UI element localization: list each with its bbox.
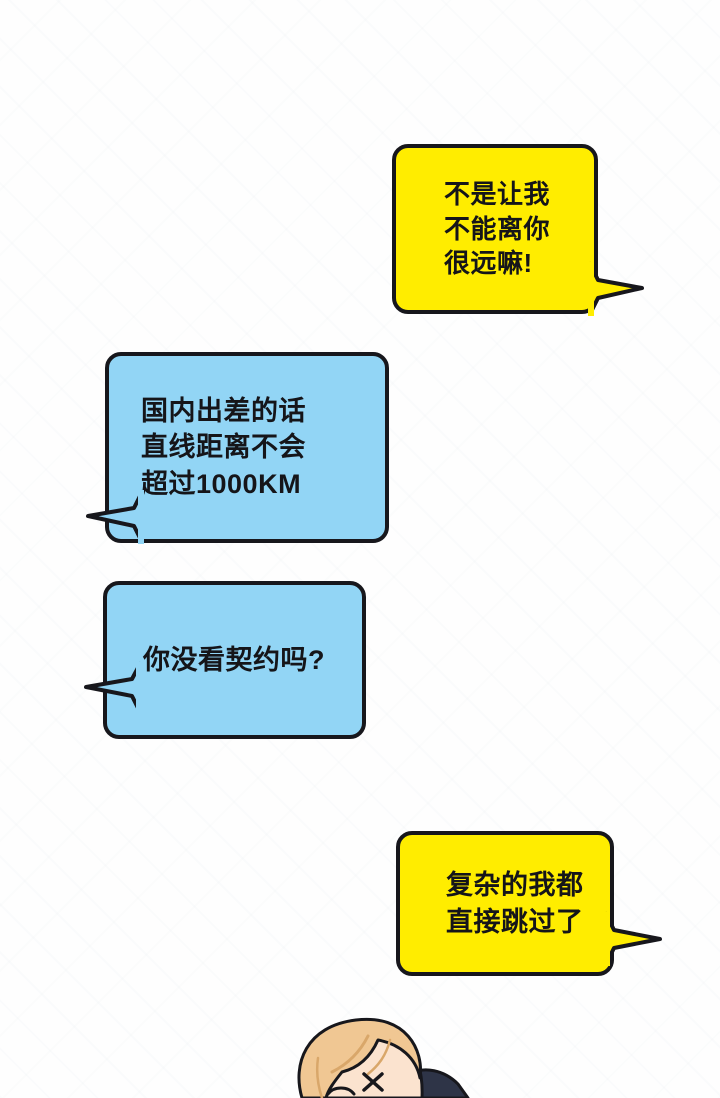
speech-bubble-3-text: 你没看契约吗? <box>143 644 325 675</box>
character-hair-strand-3 <box>315 1056 324 1098</box>
x-mark-icon <box>362 1072 384 1092</box>
speech-bubble-3: 你没看契约吗? <box>103 581 366 739</box>
speech-bubble-1: 不是让我 不能离你 很远嘛! <box>392 144 598 314</box>
character-hair-strand <box>330 1034 370 1074</box>
speech-bubble-4-text: 复杂的我都 直接跳过了 <box>446 870 584 937</box>
speech-bubble-4-tail <box>604 912 662 966</box>
character-hair-strand-2 <box>366 1038 392 1076</box>
character-eye <box>326 1086 356 1096</box>
speech-bubble-2-tail <box>86 490 144 544</box>
speech-bubble-1-text: 不是让我 不能离你 很远嘛! <box>444 178 551 279</box>
speech-bubble-3-tail <box>84 662 142 714</box>
speech-bubble-2-text: 国内出差的话 直线距离不会 超过1000KM <box>141 396 306 499</box>
character-blond <box>297 1017 470 1098</box>
speech-bubble-1-tail <box>588 262 644 316</box>
speech-bubble-4: 复杂的我都 直接跳过了 <box>396 831 614 976</box>
speech-bubble-2: 国内出差的话 直线距离不会 超过1000KM <box>105 352 389 543</box>
